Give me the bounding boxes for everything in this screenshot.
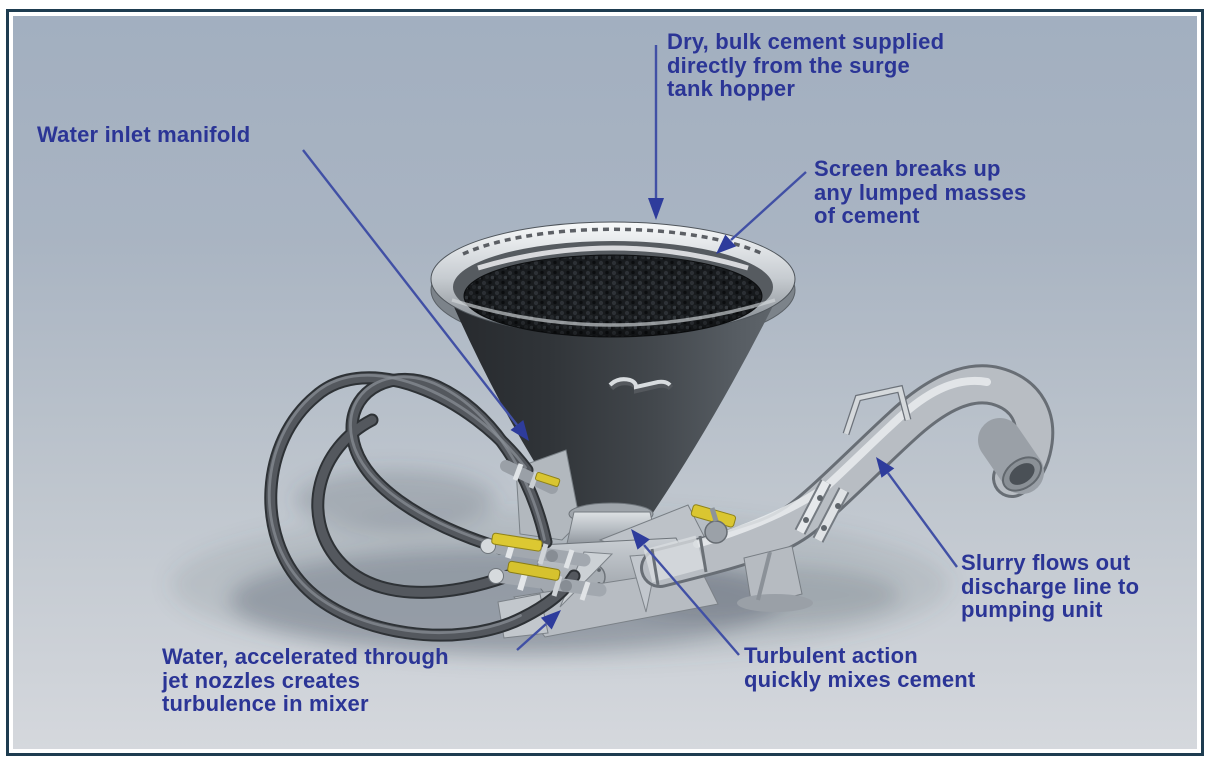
arrowhead-screen <box>716 234 737 254</box>
leader-water-jet-nozzles <box>516 610 561 651</box>
arrowhead-turbulent-action <box>631 529 650 550</box>
leader-screen <box>716 171 807 254</box>
label-screen: Screen breaks up any lumped masses of ce… <box>814 156 1027 228</box>
leader-slurry-discharge <box>876 457 958 568</box>
water-hoses <box>264 371 581 642</box>
callout-leaders <box>302 45 958 656</box>
label-turbulent-action: Turbulent action quickly mixes cement <box>744 643 976 692</box>
discharge-valve <box>690 504 737 544</box>
cement-fill <box>463 254 763 338</box>
label-slurry-discharge: Slurry flows out discharge line to pumpi… <box>961 550 1140 622</box>
leader-water-inlet-manifold <box>302 149 529 441</box>
screen-rim <box>430 221 796 338</box>
jet-valve-upper <box>534 471 561 487</box>
water-manifold-couplers <box>480 460 607 601</box>
label-water-jet-nozzles: Water, accelerated through jet nozzles c… <box>162 644 449 716</box>
discharge-spout <box>978 418 1044 494</box>
leader-dry-cement <box>648 45 664 220</box>
hopper-handle <box>608 377 674 394</box>
arrowhead-slurry-discharge <box>876 457 895 478</box>
leader-turbulent-action <box>631 529 740 656</box>
label-water-inlet-manifold: Water inlet manifold <box>37 122 251 147</box>
jet-nozzle-valves <box>491 532 561 581</box>
label-dry-cement: Dry, bulk cement supplied directly from … <box>667 29 945 101</box>
arrowhead-water-jet-nozzles <box>540 610 561 630</box>
arrowhead-dry-cement <box>648 198 664 220</box>
pipe-handle <box>842 384 912 436</box>
pipe-flange-union <box>794 479 850 543</box>
arrowhead-water-inlet-manifold <box>510 420 529 441</box>
pipe-support-foot <box>737 545 813 612</box>
discharge-pipe <box>640 364 1055 612</box>
